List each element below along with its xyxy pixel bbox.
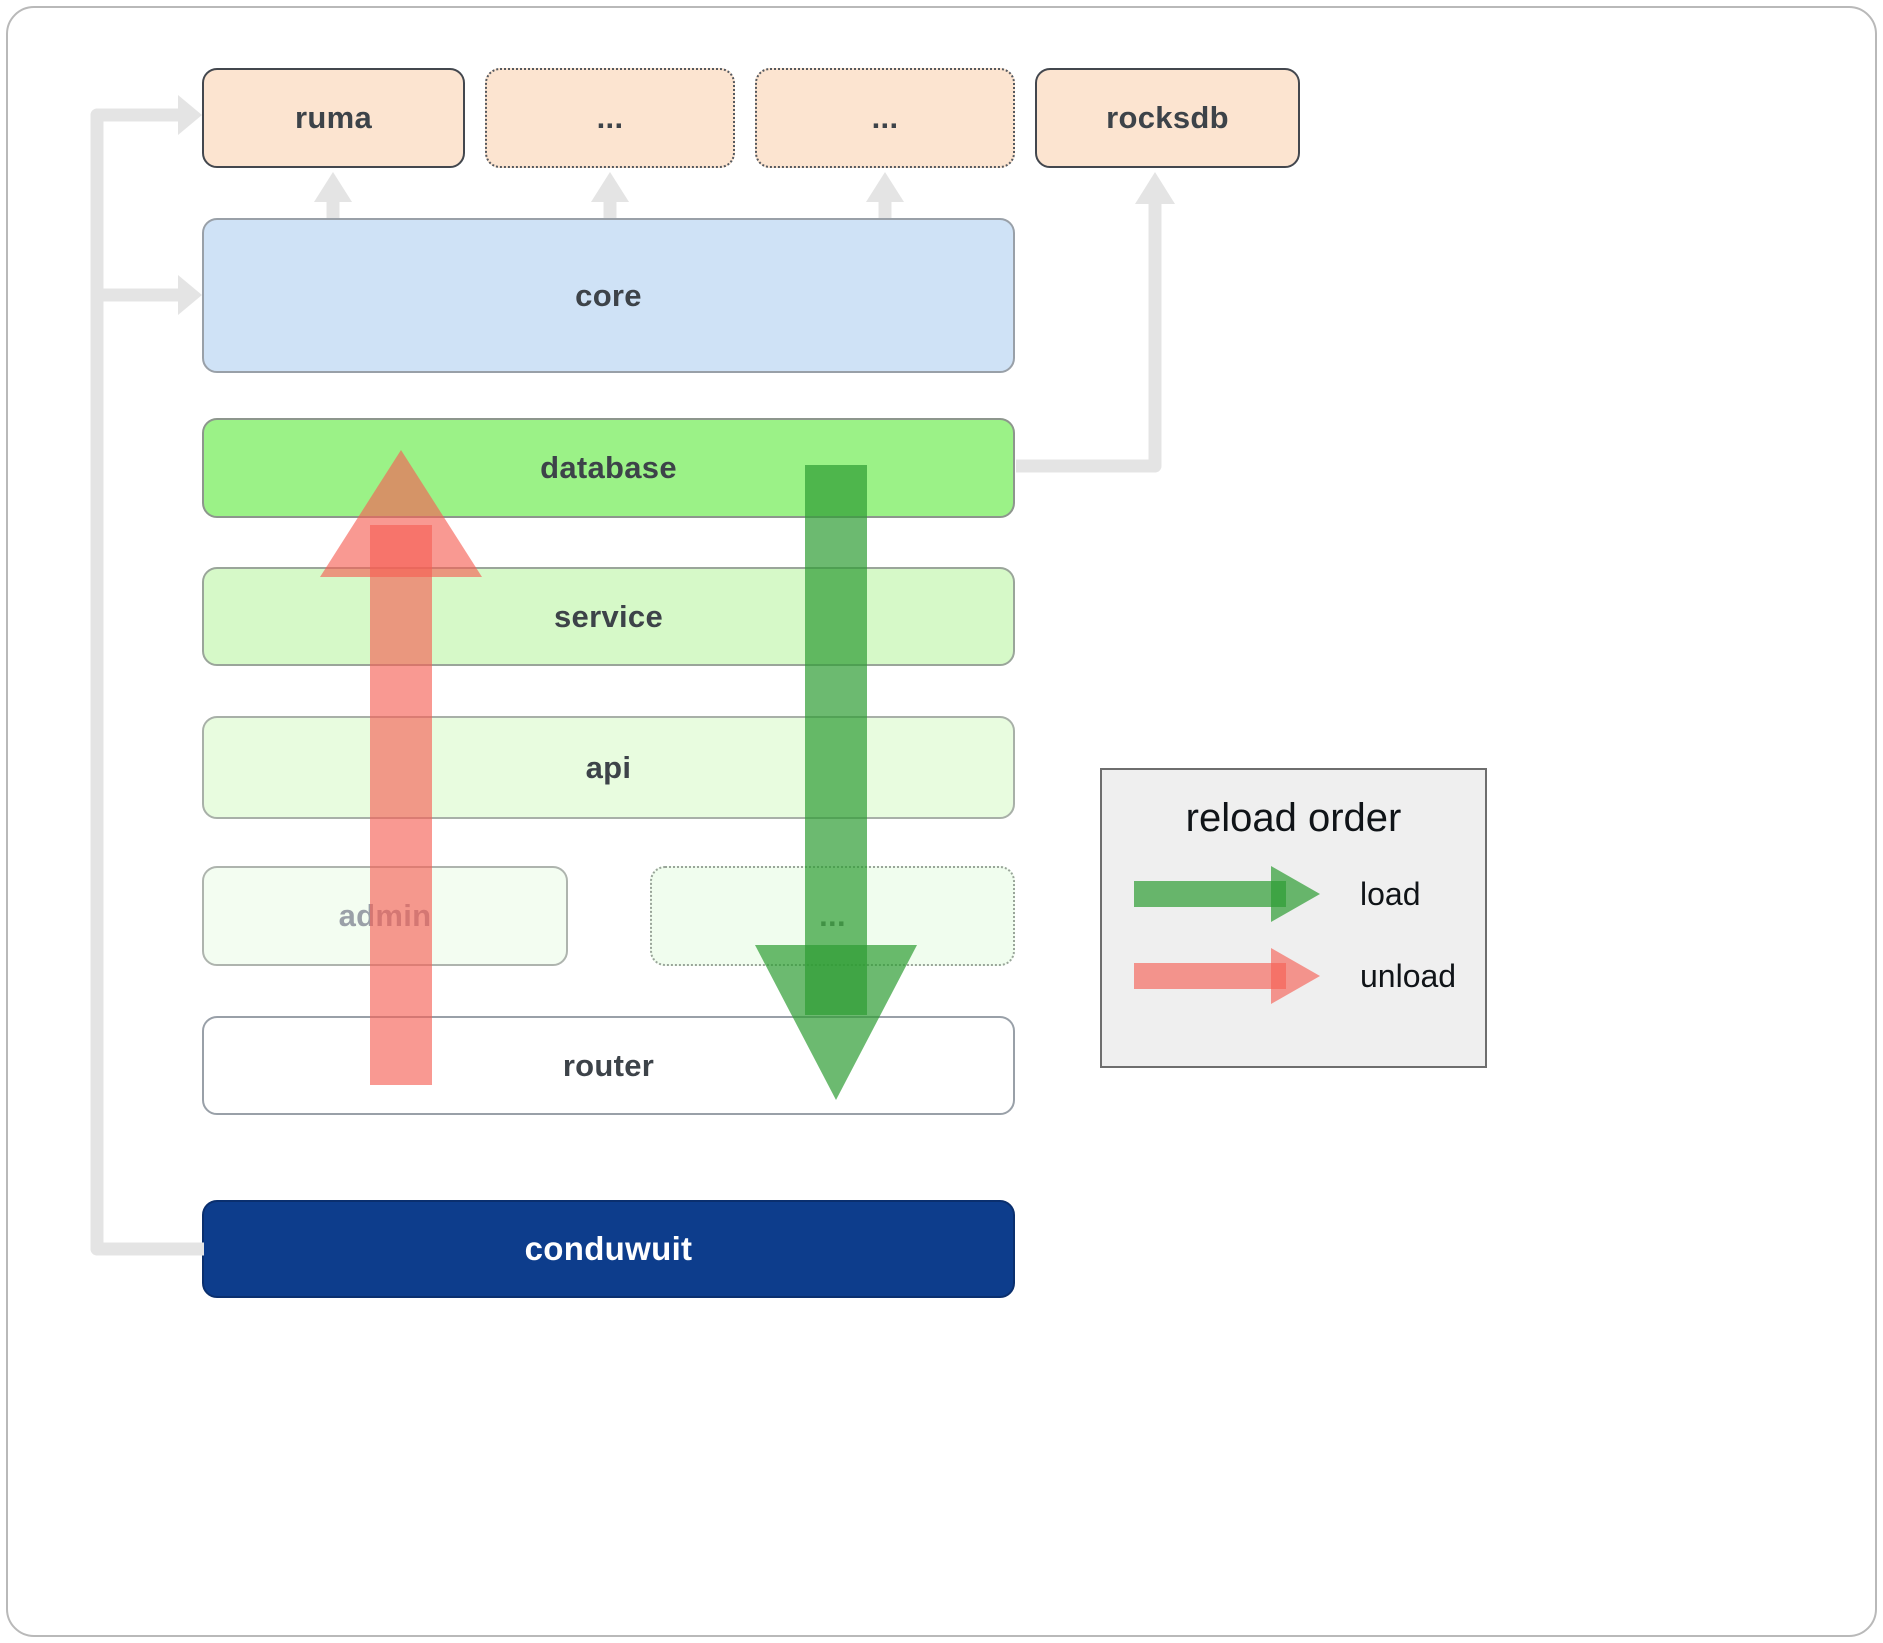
node-ellipsis-mid: ... xyxy=(650,866,1015,966)
legend-unload-row: unload xyxy=(1134,947,1485,1005)
node-conduwuit: conduwuit xyxy=(202,1200,1015,1298)
legend-title: reload order xyxy=(1185,796,1402,840)
node-router: router xyxy=(202,1016,1015,1115)
node-admin: admin xyxy=(202,866,568,966)
node-ellipsis-top-2: ... xyxy=(755,68,1015,168)
node-database: database xyxy=(202,418,1015,518)
edge-conduwuit-to-ruma xyxy=(90,108,204,1256)
node-rocksdb: rocksdb xyxy=(1035,68,1300,168)
node-ellipsis-top-1: ... xyxy=(485,68,735,168)
node-ruma: ruma xyxy=(202,68,465,168)
legend-load-label: load xyxy=(1360,875,1421,912)
node-service: service xyxy=(202,567,1015,666)
node-api: api xyxy=(202,716,1015,819)
edge-conduwuit-to-ruma-head xyxy=(178,95,202,135)
edge-branch-to-core-head xyxy=(178,275,202,315)
edge-core-to-ruma-head xyxy=(314,172,352,202)
node-core: core xyxy=(202,218,1015,373)
legend-load-arrow-icon xyxy=(1134,866,1320,922)
legend-unload-label: unload xyxy=(1360,957,1457,994)
legend-unload-arrow-icon xyxy=(1134,948,1320,1004)
legend: reload order load unload xyxy=(1100,768,1487,1068)
edge-database-to-rocksdb-head xyxy=(1135,172,1175,204)
legend-load-row: load xyxy=(1134,865,1485,923)
edge-core-to-ellipsis-2-head xyxy=(866,172,904,202)
edge-database-to-rocksdb xyxy=(1016,202,1162,473)
edge-core-to-ellipsis-1-head xyxy=(591,172,629,202)
